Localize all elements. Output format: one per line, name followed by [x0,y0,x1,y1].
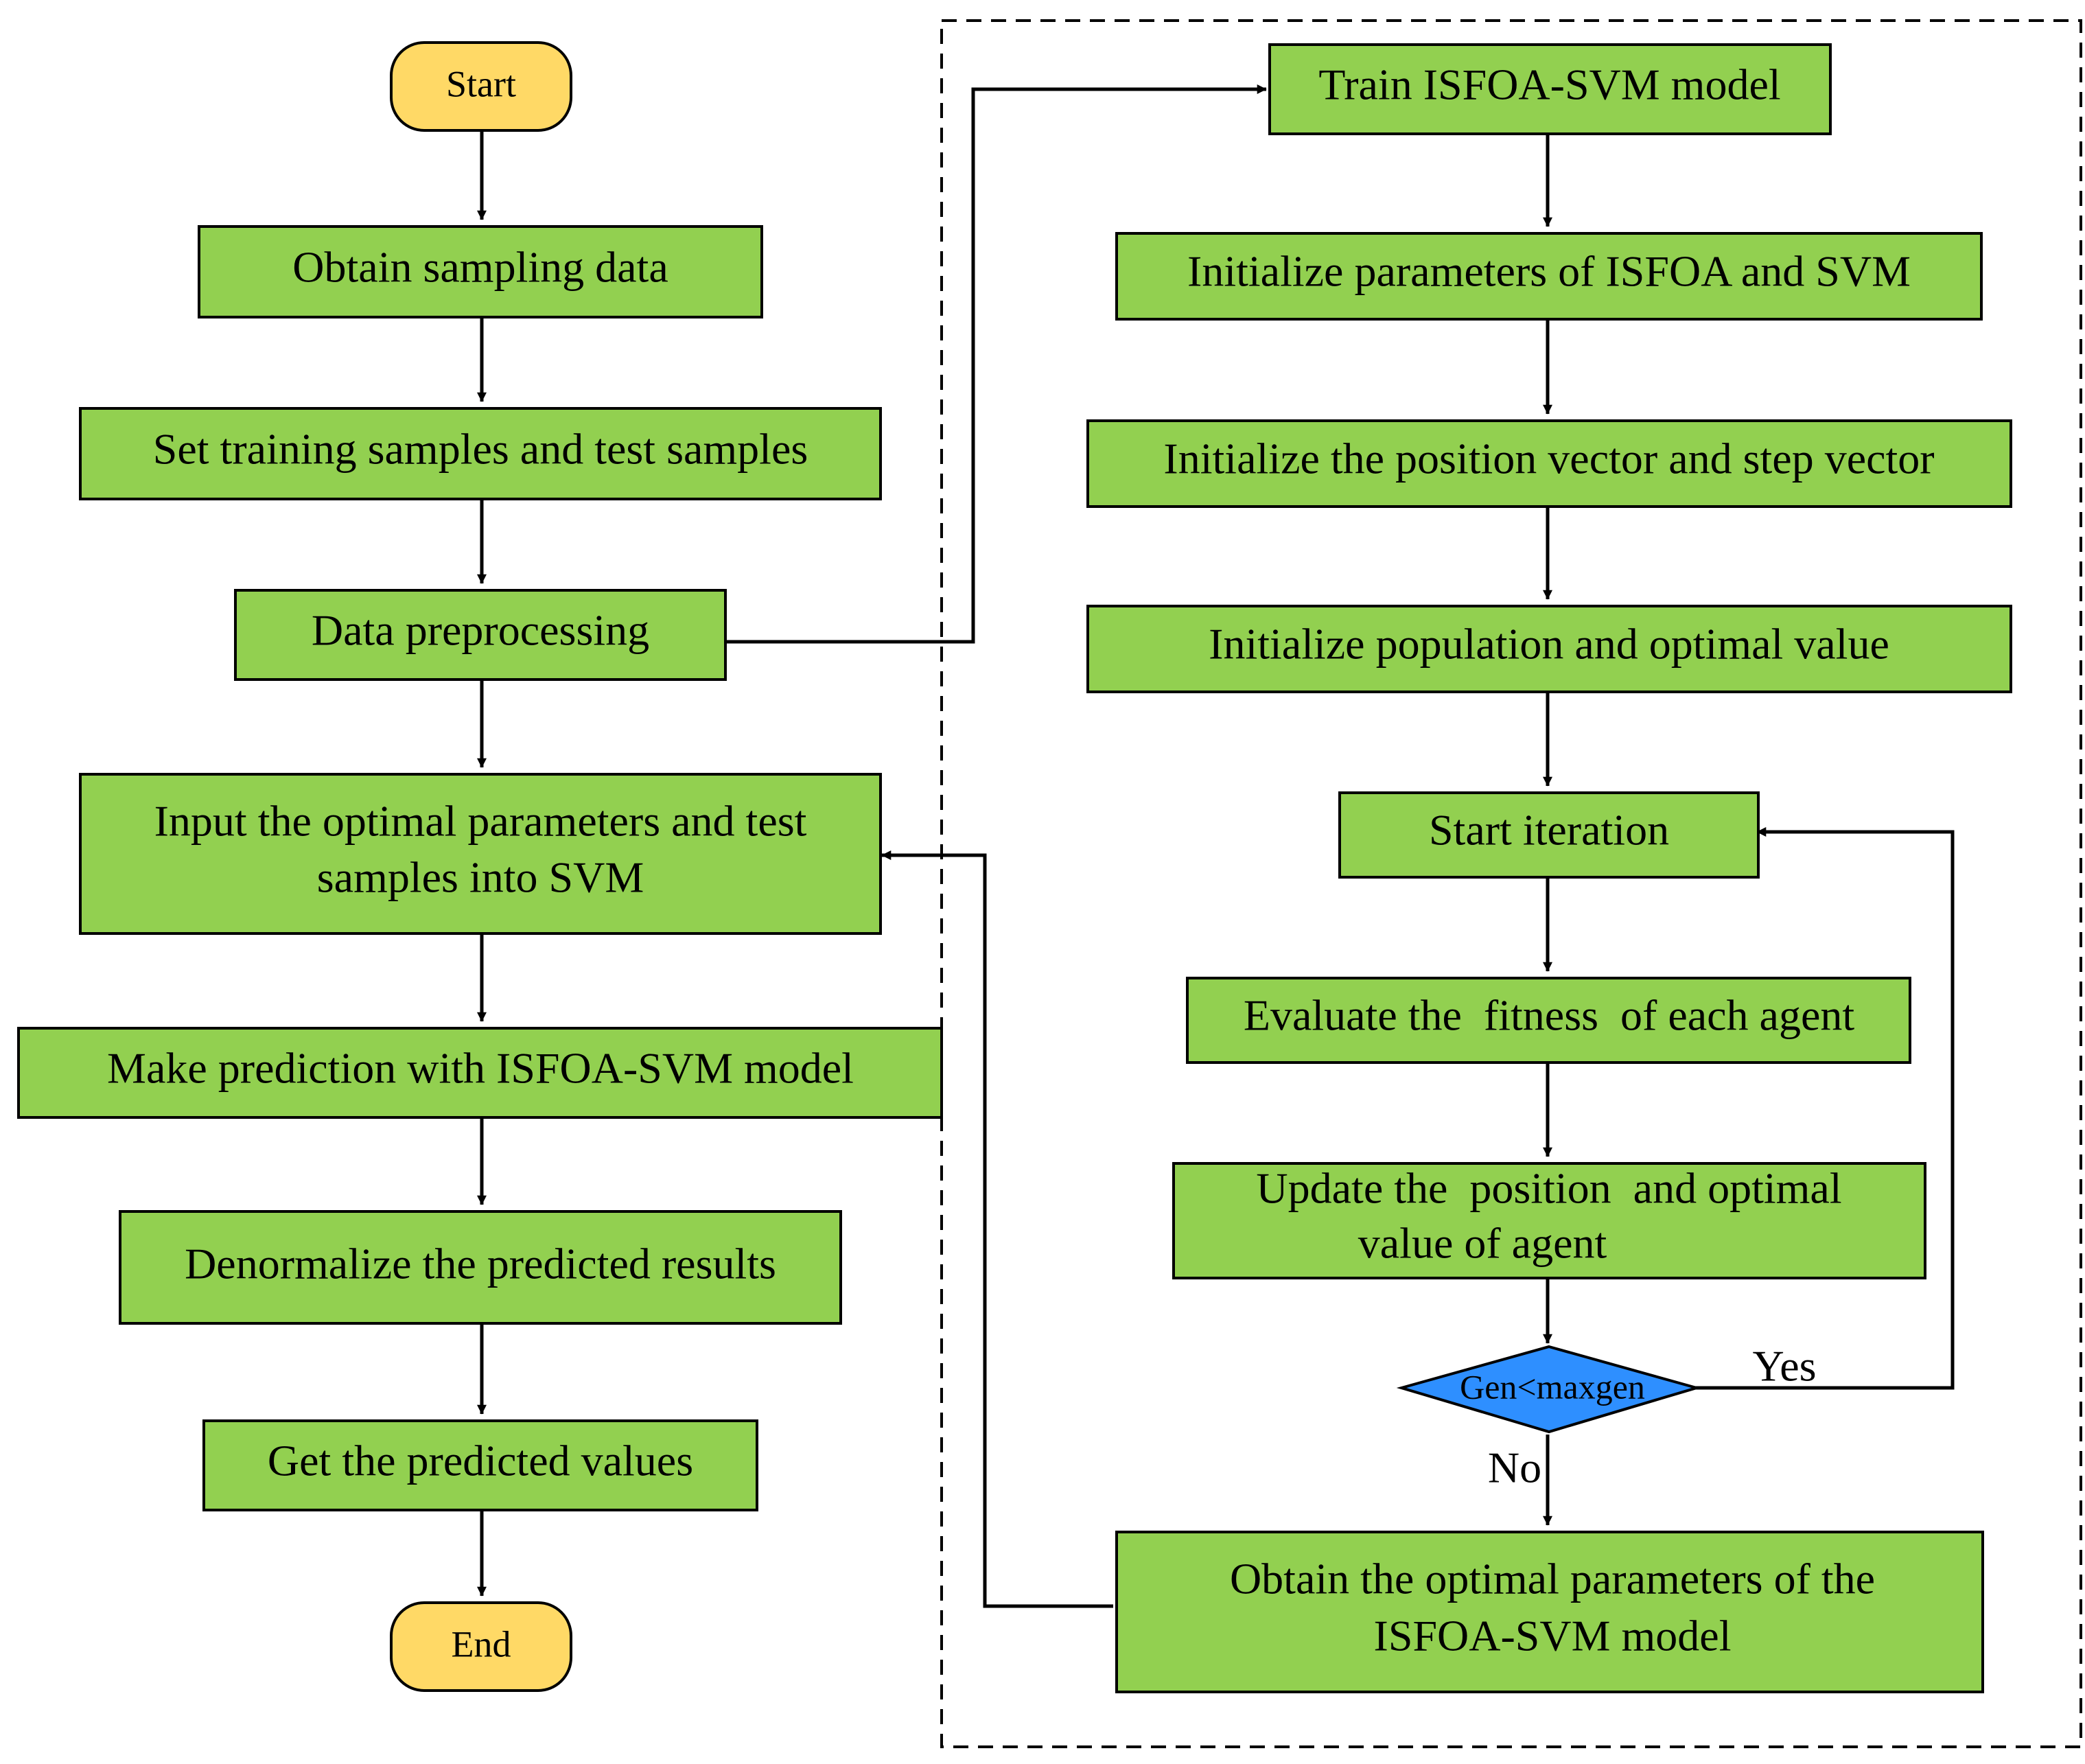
step-init-vectors-label: Initialize the position vector and step … [1163,434,1934,483]
step-start-iteration-label: Start iteration [1429,806,1669,855]
step-init-population-label: Initialize population and optimal value [1209,620,1889,669]
terminal-start: Start [390,41,572,132]
step-make-prediction-label: Make prediction with ISFOA-SVM model [107,1044,854,1093]
step-data-preprocessing: Data preprocessing [234,589,727,681]
step-input-optimal-label-line1: Input the optimal parameters and test [154,797,807,846]
step-input-optimal-label-line2: samples into SVM [317,853,644,902]
step-get-predicted-values: Get the predicted values [202,1419,758,1511]
step-input-optimal-parameters: Input the optimal parameters and test sa… [79,773,882,935]
connectors [477,84,1955,1608]
step-train-model-label: Train ISFOA-SVM model [1318,60,1780,109]
decision-gen-maxgen: Gen<maxgen [1396,1345,1702,1434]
step-update-position: Update the position and optimal value of… [1172,1162,1926,1279]
step-set-samples-label: Set training samples and test samples [153,425,808,474]
terminal-end-label: End [452,1623,511,1664]
step-obtain-optimal-parameters: Obtain the optimal parameters of the ISF… [1115,1531,1984,1693]
terminal-start-label: Start [446,63,516,104]
step-obtain-sampling-label: Obtain sampling data [292,243,668,292]
edge-label-yes: Yes [1752,1342,1816,1391]
step-denormalize-label: Denormalize the predicted results [185,1240,776,1288]
step-preprocessing-label: Data preprocessing [312,606,649,655]
step-init-vectors: Initialize the position vector and step … [1086,419,2012,508]
step-start-iteration: Start iteration [1338,791,1760,879]
arrow-decision-yes-loop [1695,827,1955,1390]
optimization-boundary [940,19,2082,1748]
step-evaluate-fitness: Evaluate the fitness of each agent [1186,977,1911,1064]
step-evaluate-fitness-label: Evaluate the fitness of each agent [1244,991,1855,1040]
step-obtain-sampling-data: Obtain sampling data [198,225,763,318]
decision-gen-maxgen-label: Gen<maxgen [1460,1367,1645,1406]
terminal-end: End [390,1601,572,1692]
step-make-prediction: Make prediction with ISFOA-SVM model [17,1027,943,1119]
arrow-preprocess-to-train [725,84,1267,644]
step-get-values-label: Get the predicted values [268,1437,693,1485]
step-init-population: Initialize population and optimal value [1086,605,2012,693]
step-obtain-optimal-label-line2: ISFOA-SVM model [1374,1612,1732,1660]
step-obtain-optimal-label-line1: Obtain the optimal parameters of the [1230,1555,1875,1603]
step-set-samples: Set training samples and test samples [79,407,882,500]
step-denormalize: Denormalize the predicted results [119,1210,842,1325]
edge-label-no: No [1488,1443,1541,1492]
arrow-optimal-back-to-input [881,850,1113,1608]
step-train-model: Train ISFOA-SVM model [1268,43,1832,135]
step-init-parameters-label: Initialize parameters of ISFOA and SVM [1187,247,1911,296]
step-update-position-label-line2: value of agent [1358,1219,1607,1268]
step-init-parameters: Initialize parameters of ISFOA and SVM [1115,232,1983,321]
step-update-position-label-line1: Update the position and optimal [1256,1164,1841,1213]
